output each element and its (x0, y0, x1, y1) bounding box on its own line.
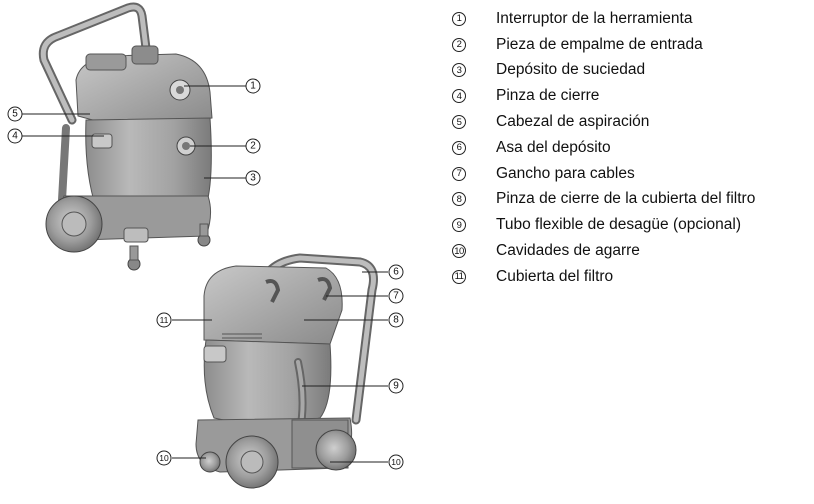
legend-number: 2 (452, 37, 466, 52)
svg-text:10: 10 (159, 453, 169, 463)
legend-text: Pinza de cierre (496, 87, 600, 105)
svg-text:9: 9 (393, 381, 399, 392)
svg-text:4: 4 (12, 131, 18, 142)
legend-number: 3 (452, 63, 466, 78)
svg-text:5: 5 (12, 109, 18, 120)
legend-item: 7 Gancho para cables (452, 161, 812, 187)
svg-text:6: 6 (393, 267, 399, 278)
legend-text: Cubierta del filtro (496, 267, 614, 285)
svg-text:7: 7 (393, 291, 399, 302)
vacuum-illustration: 1 2 3 4 5 6 7 8 9 10 10 11 (7, 2, 404, 489)
legend-text: Gancho para cables (496, 164, 635, 182)
svg-text:10: 10 (391, 457, 401, 467)
legend-item: 8 Pinza de cierre de la cubierta del filt… (452, 187, 812, 213)
legend-item: 6 Asa del depósito (452, 135, 812, 161)
legend-item: 9 Tubo flexible de desagüe (opcional) (452, 212, 812, 238)
legend-item: 3 Depósito de suciedad (452, 58, 812, 84)
front-leader-lines (22, 85, 246, 179)
legend-number: 8 (452, 192, 466, 207)
legend-text: Interruptor de la herramienta (496, 9, 693, 27)
callout-5: 5 (7, 106, 23, 122)
callout-10-right: 10 (388, 454, 404, 470)
rear-leader-lines (172, 271, 388, 463)
callout-7: 7 (388, 288, 404, 304)
legend-number: 7 (452, 166, 466, 181)
legend-text: Pieza de empalme de entrada (496, 35, 703, 53)
callout-4: 4 (7, 128, 23, 144)
callout-2: 2 (245, 138, 261, 154)
parts-legend: 1 Interruptor de la herramienta 2 Pieza de… (452, 6, 812, 290)
legend-text: Tubo flexible de desagüe (opcional) (496, 216, 742, 234)
svg-text:3: 3 (250, 173, 256, 184)
legend-item: 11 Cubierta del filtro (452, 264, 812, 290)
callout-1: 1 (245, 78, 261, 94)
legend-item: 1 Interruptor de la herramienta (452, 6, 812, 32)
front-vacuum-drawing (38, 2, 213, 271)
legend-number: 11 (452, 269, 466, 284)
callout-6: 6 (388, 264, 404, 280)
svg-text:1: 1 (250, 81, 256, 92)
legend-item: 10 Cavidades de agarre (452, 238, 812, 264)
callout-8: 8 (388, 312, 404, 328)
callout-10-left: 10 (156, 450, 172, 466)
legend-item: 4 Pinza de cierre (452, 83, 812, 109)
legend-text: Depósito de suciedad (496, 61, 646, 79)
legend-number: 1 (452, 11, 466, 26)
legend-number: 6 (452, 140, 466, 155)
svg-text:11: 11 (160, 315, 169, 325)
svg-text:8: 8 (393, 315, 399, 326)
legend-text: Asa del depósito (496, 138, 611, 156)
legend-text: Cabezal de aspiración (496, 113, 650, 131)
legend-item: 5 Cabezal de aspiración (452, 109, 812, 135)
legend-item: 2 Pieza de empalme de entrada (452, 32, 812, 58)
legend-number: 9 (452, 218, 466, 233)
callout-3: 3 (245, 170, 261, 186)
callout-11: 11 (156, 312, 172, 328)
rear-vacuum-drawing (195, 253, 378, 489)
legend-number: 5 (452, 115, 466, 130)
legend-text: Pinza de cierre de la cubierta del filtr… (496, 190, 756, 208)
legend-number: 4 (452, 89, 466, 104)
callout-9: 9 (388, 378, 404, 394)
legend-text: Cavidades de agarre (496, 242, 640, 260)
legend-number: 10 (452, 244, 466, 259)
svg-text:2: 2 (250, 141, 256, 152)
